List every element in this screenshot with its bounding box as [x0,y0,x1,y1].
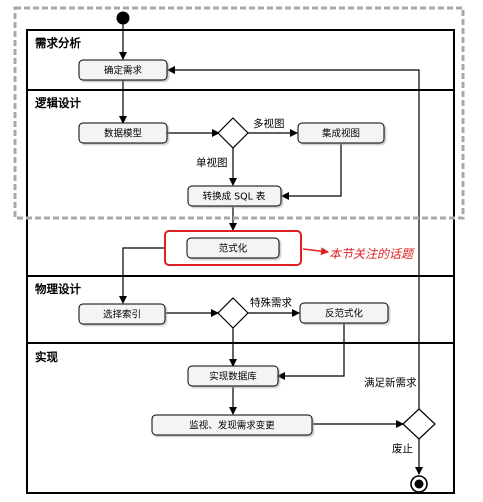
edge-integrated-to-convert [281,144,342,200]
node-integrated-view: 集成视图 [322,128,360,140]
lane-title-requirements: 需求分析 [35,36,81,50]
annotation-text: 本节关注的话题 [329,247,415,261]
lane-title-logical: 逻辑设计 [34,96,81,110]
node-denormalization-box [299,302,389,324]
edge-denorm-to-implement [277,323,345,380]
swimlane-frame [26,29,455,494]
edge-loop-new-requirement [167,66,420,409]
start-node [116,11,130,25]
node-denormalization: 反范式化 [325,308,364,320]
end-node-inner [414,479,424,489]
annotation-arrow [302,247,329,256]
node-monitor-box [151,414,313,436]
edge-normalization-to-index [119,247,164,304]
edge-label-multi-view: 多视图 [253,117,285,130]
node-confirm-requirements-box [78,59,168,81]
node-normalization: 范式化 [219,243,248,255]
node-select-index-box [78,303,166,325]
node-implement-db: 实现数据库 [209,371,257,383]
edge-label-new-requirement: 满足新需求 [364,376,417,389]
edge-label-single-view: 单视图 [196,156,228,169]
node-select-index: 选择索引 [103,309,141,321]
decision-change-diamond [402,408,436,440]
decision-view-diamond [217,117,249,149]
node-convert-sql: 转换成 SQL 表 [203,191,266,203]
edge-label-special-requirement: 特殊需求 [250,296,292,309]
node-data-model-box [78,122,168,144]
edge-label-abandon: 废止 [392,442,413,455]
dashed-highlight-frame [13,6,465,220]
node-implement-db-box [187,365,279,387]
node-monitor: 监视、发现需求变更 [189,420,275,432]
node-convert-sql-box [187,185,282,207]
node-data-model: 数据模型 [104,128,143,140]
node-integrated-view-box [297,122,385,144]
lane-title-physical: 物理设计 [35,282,81,296]
node-normalization-inner-box [186,237,280,259]
lane-title-implementation: 实现 [35,350,58,364]
node-confirm-requirements: 确定需求 [104,65,143,77]
decision-special-diamond [217,297,249,329]
